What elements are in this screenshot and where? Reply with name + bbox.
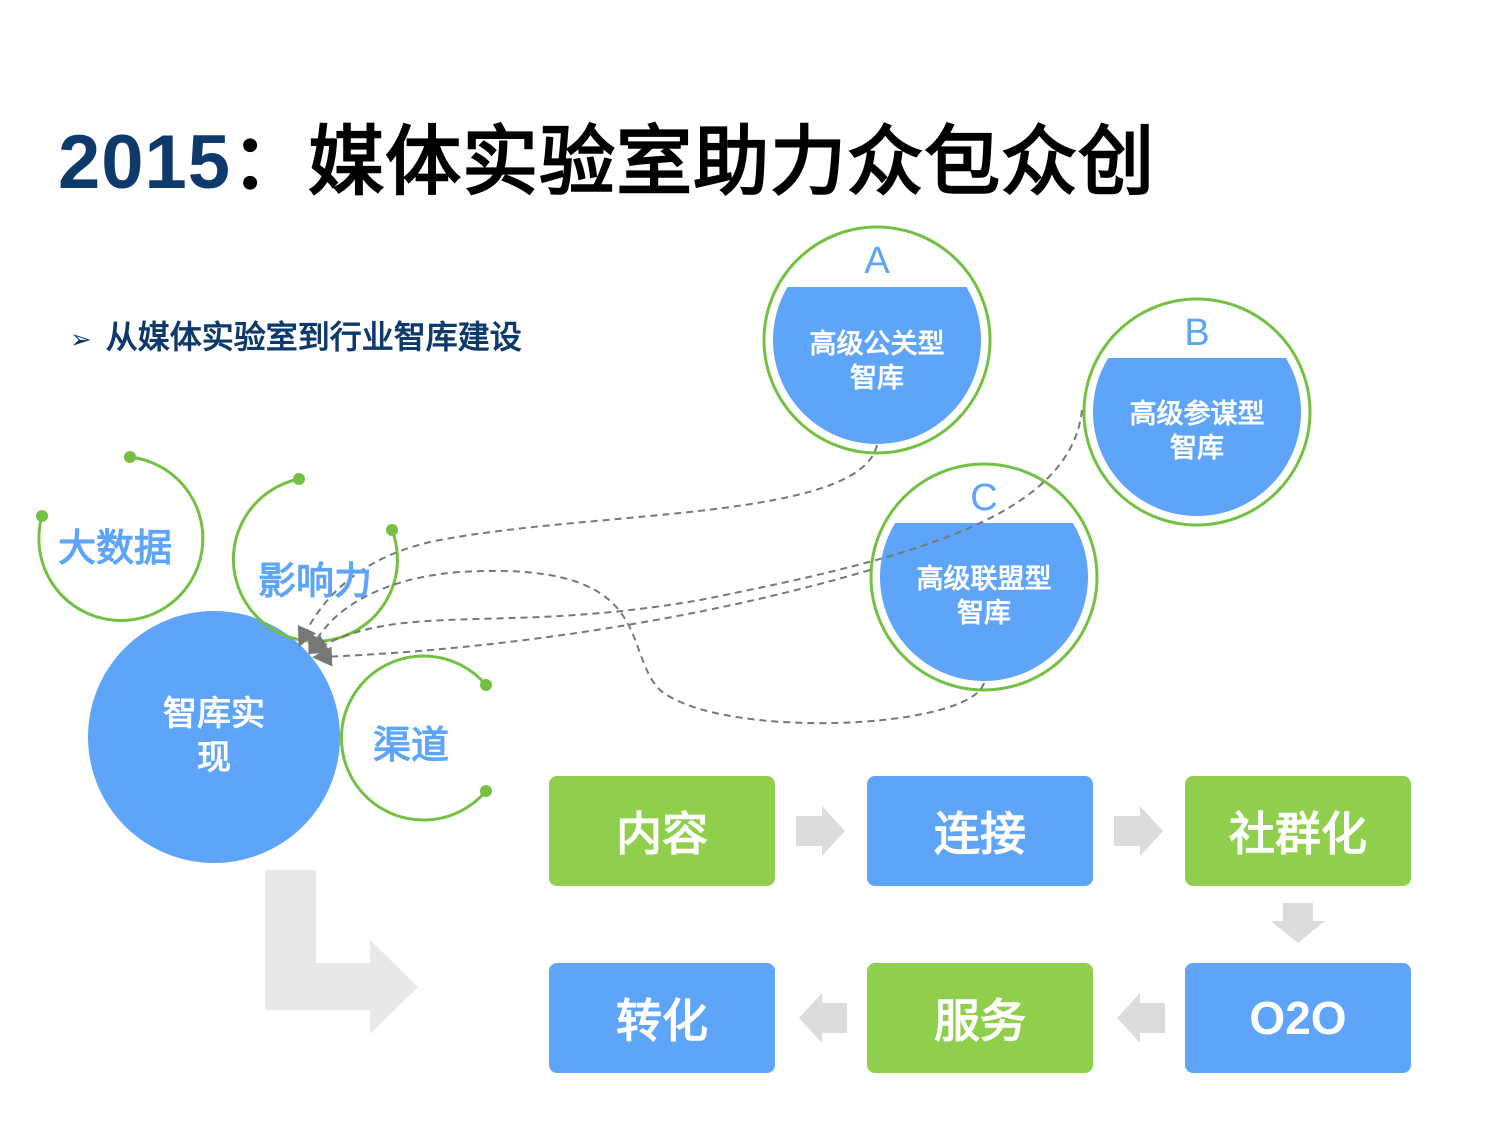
think-tank-b-label: 高级参谋型 智库	[1107, 398, 1287, 466]
think-tank-a-line1: 高级公关型	[809, 329, 945, 360]
bullet-text: 从媒体实验室到行业智库建设	[105, 318, 522, 356]
connector-c-loop	[308, 569, 985, 725]
flow-arrow-left-1	[1117, 993, 1165, 1043]
center-label-line1: 智库实	[163, 694, 265, 734]
connector-c	[312, 569, 871, 667]
think-tank-b-line2: 智库	[1170, 433, 1224, 464]
title-text: ：媒体实验室助力众包众创	[231, 117, 1156, 206]
arc-influence	[231, 477, 399, 643]
think-tank-c-circle	[869, 462, 1099, 692]
think-tank-c-line2: 智库	[957, 598, 1011, 629]
think-tank-b-letter: B	[1184, 312, 1210, 354]
flow-arrow-right-2	[1114, 806, 1163, 856]
think-tank-b-line1: 高级参谋型	[1129, 399, 1265, 430]
satellite-influence: 影响力	[258, 559, 373, 603]
think-tank-a-letter: A	[864, 240, 890, 282]
l-arrow-icon	[265, 870, 418, 1034]
think-tank-c-letter: C	[970, 477, 998, 519]
think-tank-c-label: 高级联盟型 智库	[894, 563, 1074, 631]
flow-arrow-left-2	[799, 993, 847, 1043]
page-title: 2015：媒体实验室助力众包众创	[58, 100, 1155, 210]
connector-b	[308, 409, 1083, 655]
flow-arrow-down	[1271, 903, 1325, 943]
center-circle	[88, 611, 340, 863]
center-circle-label: 智库实 现	[124, 692, 304, 780]
flow-arrow-right-1	[796, 806, 845, 856]
connector-a	[297, 444, 878, 648]
think-tank-a-circle	[762, 225, 992, 455]
arrow-bullet-icon: ➢	[70, 325, 92, 355]
think-tank-b-circle	[1082, 297, 1312, 527]
center-label-line2: 现	[197, 738, 231, 778]
satellite-big-data: 大数据	[58, 526, 173, 570]
flow-box-service: 服务	[867, 963, 1093, 1073]
flow-box-content: 内容	[549, 776, 775, 886]
arc-big-data	[37, 455, 205, 622]
think-tank-c-line1: 高级联盟型	[916, 564, 1052, 595]
flow-box-conversion: 转化	[549, 963, 775, 1073]
think-tank-a-label: 高级公关型 智库	[787, 328, 967, 396]
bullet-point: ➢ 从媒体实验室到行业智库建设	[70, 312, 522, 358]
think-tank-a-line2: 智库	[850, 363, 904, 394]
flow-box-o2o: O2O	[1185, 963, 1411, 1073]
flow-box-connect: 连接	[867, 776, 1093, 886]
flow-box-community: 社群化	[1185, 776, 1411, 886]
arc-channel	[339, 654, 488, 822]
satellite-channel: 渠道	[373, 723, 450, 767]
title-year: 2015	[58, 120, 232, 205]
